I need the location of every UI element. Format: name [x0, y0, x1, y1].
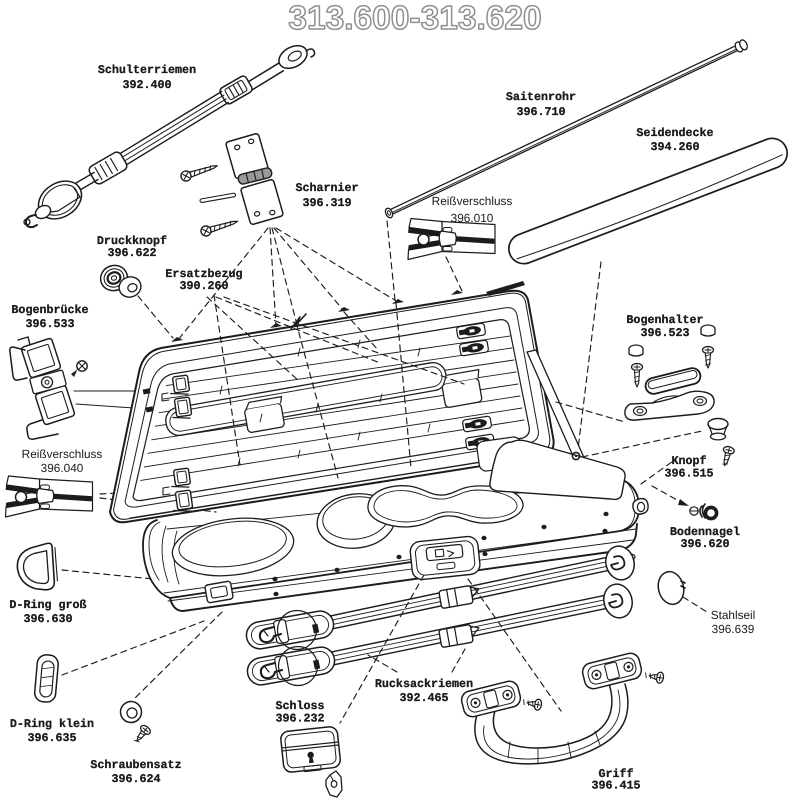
svg-text:396.010: 396.010 — [451, 211, 494, 225]
svg-text:396.533: 396.533 — [25, 317, 74, 331]
svg-text:Seidendecke: Seidendecke — [636, 126, 713, 140]
svg-text:396.622: 396.622 — [107, 246, 156, 260]
svg-text:396.040: 396.040 — [41, 461, 84, 475]
svg-text:392.465: 392.465 — [399, 691, 448, 705]
svg-text:394.260: 394.260 — [650, 140, 699, 154]
svg-text:Stahlseil: Stahlseil — [711, 608, 756, 622]
svg-text:Schloss: Schloss — [275, 699, 324, 713]
svg-text:396.620: 396.620 — [680, 537, 729, 551]
svg-text:Saitenrohr: Saitenrohr — [506, 90, 576, 104]
svg-text:Reißverschluss: Reißverschluss — [22, 447, 103, 461]
svg-text:396.232: 396.232 — [275, 712, 324, 726]
svg-text:396.630: 396.630 — [23, 612, 72, 626]
svg-text:396.319: 396.319 — [302, 196, 351, 210]
svg-text:Ersatzbezug: Ersatzbezug — [165, 267, 242, 281]
svg-text:396.515: 396.515 — [664, 467, 713, 481]
svg-text:Scharnier: Scharnier — [295, 181, 358, 195]
svg-text:Bogenhalter: Bogenhalter — [626, 313, 703, 327]
svg-text:396.624: 396.624 — [111, 772, 160, 786]
svg-text:D-Ring klein: D-Ring klein — [10, 717, 94, 731]
svg-text:Schulterriemen: Schulterriemen — [98, 63, 196, 77]
svg-text:Bogenbrücke: Bogenbrücke — [11, 303, 88, 317]
svg-text:D-Ring groß: D-Ring groß — [9, 598, 86, 612]
svg-text:313.600-313.620: 313.600-313.620 — [288, 0, 541, 37]
svg-text:Rucksackriemen: Rucksackriemen — [375, 677, 473, 691]
svg-text:Griff: Griff — [598, 767, 633, 781]
svg-text:Knopf: Knopf — [671, 454, 706, 468]
svg-text:Druckknopf: Druckknopf — [97, 234, 167, 248]
svg-text:396.635: 396.635 — [27, 731, 76, 745]
svg-text:396.639: 396.639 — [712, 622, 755, 636]
svg-text:396.415: 396.415 — [591, 779, 640, 793]
svg-text:396.710: 396.710 — [516, 105, 565, 119]
svg-text:390.260: 390.260 — [179, 279, 228, 293]
svg-text:Reißverschluss: Reißverschluss — [432, 194, 513, 208]
svg-text:Bodennagel: Bodennagel — [670, 525, 740, 539]
svg-text:Schraubensatz: Schraubensatz — [90, 758, 181, 772]
svg-text:396.523: 396.523 — [640, 326, 689, 340]
svg-text:392.400: 392.400 — [122, 78, 171, 92]
